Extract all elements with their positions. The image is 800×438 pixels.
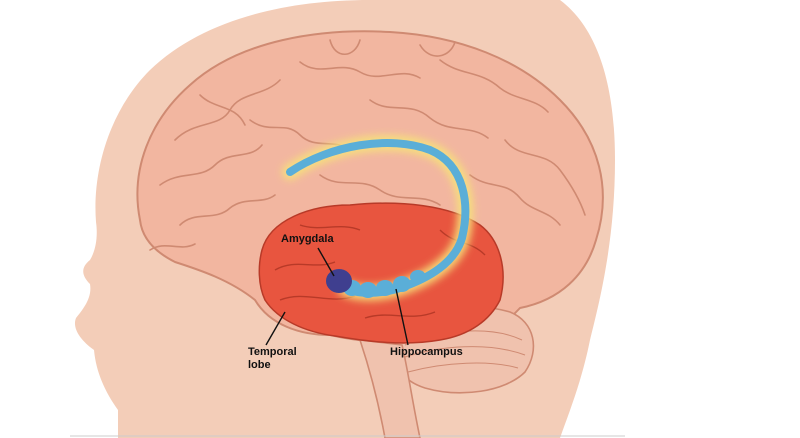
hippocampus-label: Hippocampus	[390, 346, 463, 358]
temporal-lobe	[258, 202, 504, 344]
amygdala-leader	[317, 247, 335, 277]
temporal-lobe-label-line2: lobe	[248, 359, 271, 371]
brainstem	[358, 339, 421, 438]
hippocampus-segments	[343, 270, 426, 298]
amygdala-label: Amygdala	[281, 233, 334, 245]
temporal-lobe-leader	[265, 311, 286, 346]
amygdala	[326, 269, 352, 293]
hippocampus-leader	[395, 288, 409, 346]
hippocampus	[286, 139, 470, 297]
brain-gyri	[149, 39, 586, 251]
temporal-lobe-label-line1: Temporal	[248, 346, 297, 358]
